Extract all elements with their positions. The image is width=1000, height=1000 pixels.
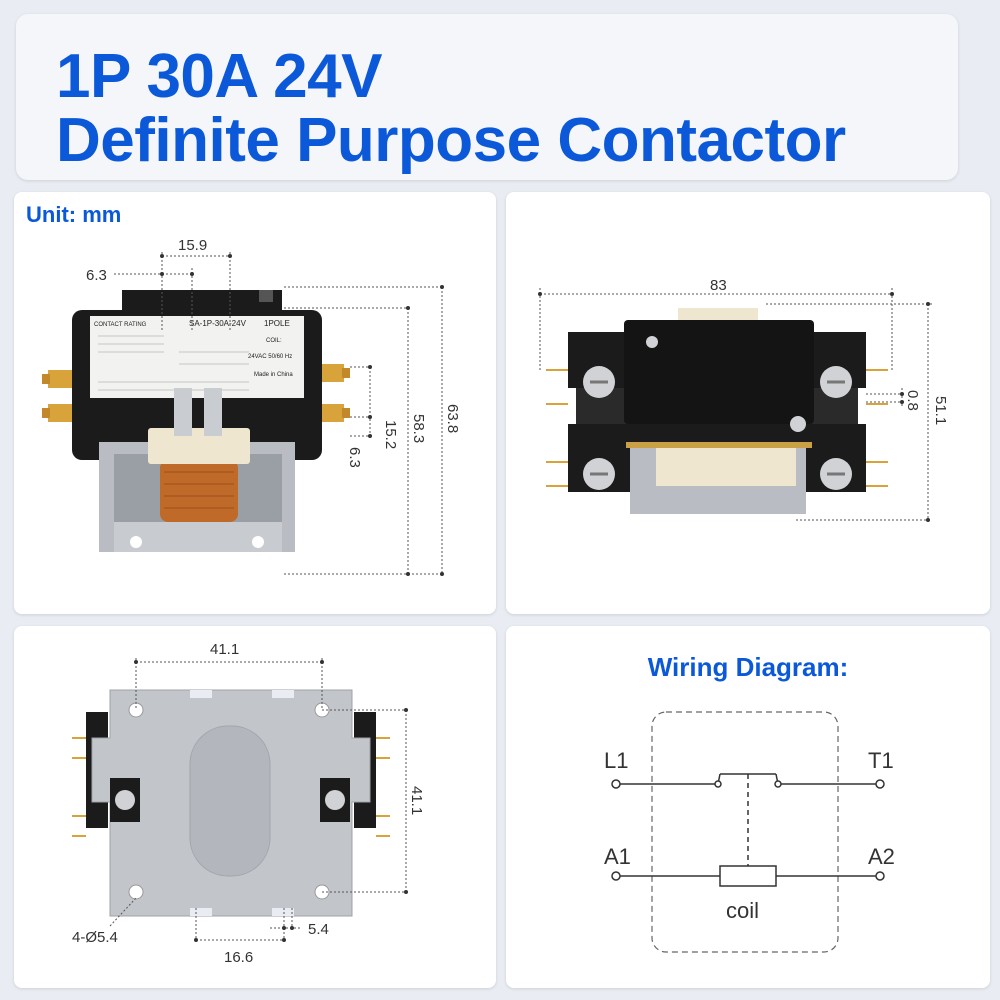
unit-label: Unit: mm: [26, 202, 122, 227]
wiring-diagram-panel: Wiring Diagram: L1 T1 A1 A2 coil: [506, 626, 990, 988]
back-view-panel: 41.1 41.1 4-Ø5.4 5.4 16.6: [14, 626, 496, 988]
enclosure-outline: [651, 711, 839, 953]
terminal-a1: [611, 871, 621, 881]
dim-6-3-side: 6.3: [346, 447, 363, 468]
dim-63-8: 63.8: [444, 404, 461, 433]
terminal-t1: [875, 779, 885, 789]
label-rating: CONTACT RATING: [94, 322, 147, 328]
label-coil: COIL:: [266, 338, 282, 344]
dim-51-1: 51.1: [932, 396, 949, 425]
dim-15-9: 15.9: [178, 237, 207, 254]
terminal-l1: [611, 779, 621, 789]
dim-41-1-vertical: 41.1: [408, 786, 425, 815]
label-a2: A2: [868, 844, 895, 869]
top-view-panel: 83 0.8 51.1: [506, 192, 990, 614]
front-contactor-image: CONTACT RATING SA-1P-30A-24V 1POLE COIL:…: [42, 290, 350, 552]
label-a1: A1: [604, 844, 631, 869]
dim-0-8: 0.8: [904, 390, 921, 411]
dim-83: 83: [710, 277, 727, 294]
label-l1: L1: [604, 748, 628, 773]
dim-58-3: 58.3: [410, 414, 427, 443]
dim-15-2: 15.2: [382, 420, 399, 449]
back-contactor-image: [72, 689, 390, 917]
front-view-panel: Unit: mm CONTACT RATING SA-1P-30A-24V 1P…: [14, 192, 496, 614]
label-coil: coil: [726, 898, 759, 923]
dim-holes: 4-Ø5.4: [72, 929, 118, 946]
label-coil-voltage: 24VAC 50/60 Hz: [248, 354, 292, 360]
label-origin: Made in China: [254, 372, 293, 378]
front-view-drawing: CONTACT RATING SA-1P-30A-24V 1POLE COIL:…: [42, 237, 461, 576]
coil-symbol: [719, 865, 777, 887]
dim-6-3-top: 6.3: [86, 267, 107, 284]
dim-16-6: 16.6: [224, 949, 253, 966]
terminal-a2: [875, 871, 885, 881]
contact-point-left: [714, 780, 722, 788]
dim-5-4: 5.4: [308, 921, 329, 938]
dim-41-1-horizontal: 41.1: [210, 641, 239, 658]
back-view-drawing: 41.1 41.1 4-Ø5.4 5.4 16.6: [72, 641, 425, 966]
title-line-2: Definite Purpose Contactor: [56, 106, 846, 175]
label-pole: 1POLE: [264, 319, 290, 328]
contact-point-right: [774, 780, 782, 788]
title-panel: 1P 30A 24V Definite Purpose Contactor: [16, 14, 958, 180]
top-view-drawing: 83 0.8 51.1: [538, 277, 949, 522]
wiring-diagram-schematic: L1 T1 A1 A2 coil: [604, 711, 895, 953]
title-line-1: 1P 30A 24V: [56, 42, 382, 111]
label-model: SA-1P-30A-24V: [189, 319, 247, 328]
top-contactor-image: [546, 308, 888, 514]
label-t1: T1: [868, 748, 894, 773]
wiring-diagram-title: Wiring Diagram:: [647, 652, 849, 682]
